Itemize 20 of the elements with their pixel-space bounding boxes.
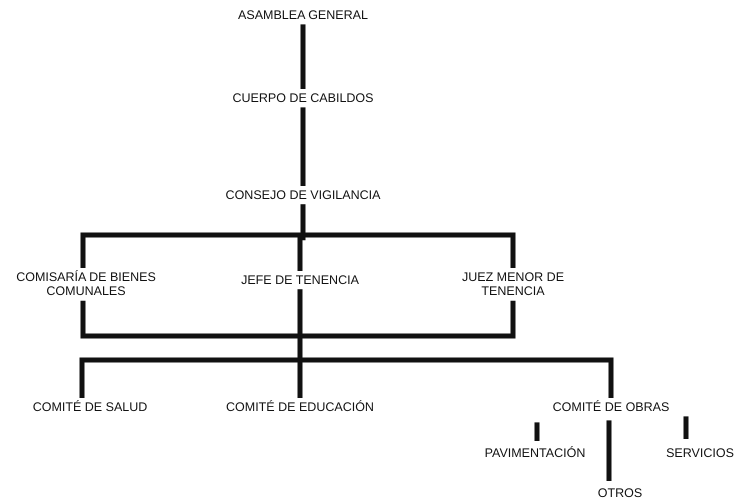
org-unit-label: SERVICIOS [657,444,740,462]
connector-line [684,416,688,439]
org-unit-label: CUERPO DE CABILDOS [215,89,391,108]
org-unit-label: JUEZ MENOR DE TENENCIA [450,268,576,301]
org-unit-label: ASAMBLEA GENERAL [220,6,386,24]
connector-line [606,420,612,481]
connector-line [300,204,516,268]
connector-line [534,422,540,441]
connector-line [300,24,306,89]
org-unit-label: PAVIMENTACIÓN [467,444,603,462]
org-unit-label: COMITÉ DE EDUCACIÓN [212,398,388,416]
org-unit-label: JEFE DE TENENCIA [222,271,378,290]
org-unit-label: COMITÉ DE OBRAS [533,398,689,416]
connector-line [300,107,306,186]
connector-line [298,289,614,398]
org-unit-label: OTROS [582,484,658,501]
org-unit-label: COMITÉ DE SALUD [12,398,168,416]
org-unit-label: COMISARÍA DE BIENES COMUNALES [0,268,175,301]
connector-line [80,300,516,338]
org-unit-label: CONSEJO DE VIGILANCIA [205,186,401,204]
